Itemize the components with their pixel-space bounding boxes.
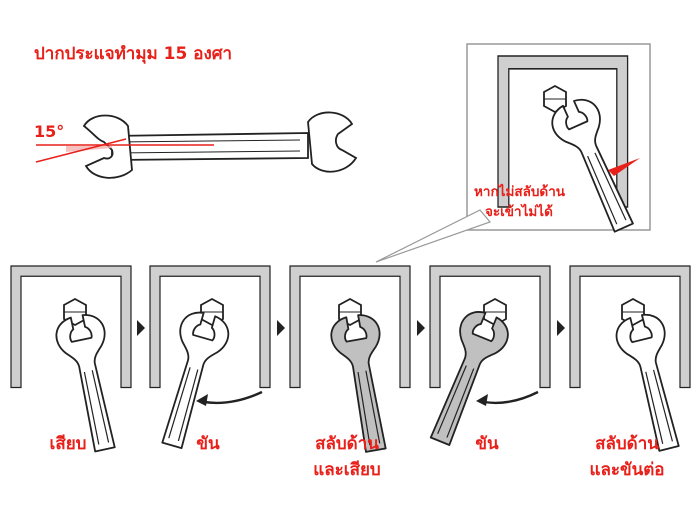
step-4-label: ขัน <box>475 434 499 454</box>
callout-note-line-2: จะเข้าไม่ได้ <box>485 204 553 220</box>
step-2-illustration <box>147 265 271 453</box>
callout-note-line-1: หากไม่สลับด้าน <box>474 184 565 200</box>
callout-inset <box>375 43 651 263</box>
full-wrench-illustration <box>35 111 358 179</box>
step-1-illustration <box>10 265 132 456</box>
diagram-title: ปากประแจทำมุม 15 องศา <box>34 44 233 64</box>
step-5-label-line-2: และขันต่อ <box>589 460 665 480</box>
step-1-label: เสียบ <box>49 434 87 454</box>
step-5-label: สลับด้าน <box>595 434 659 454</box>
step-3-illustration <box>289 265 411 456</box>
step-5-illustration <box>569 265 694 456</box>
step-4-illustration <box>416 265 551 452</box>
arrow-right-icon <box>417 320 425 336</box>
arrow-right-icon <box>277 320 285 336</box>
step-2-label: ขัน <box>196 434 220 454</box>
step-3-label: สลับด้าน <box>315 434 379 454</box>
step-3-label-line-2: และเสียบ <box>313 460 381 480</box>
angle-label: 15° <box>34 122 65 141</box>
arrow-right-icon <box>557 320 565 336</box>
arrow-right-icon <box>137 320 145 336</box>
